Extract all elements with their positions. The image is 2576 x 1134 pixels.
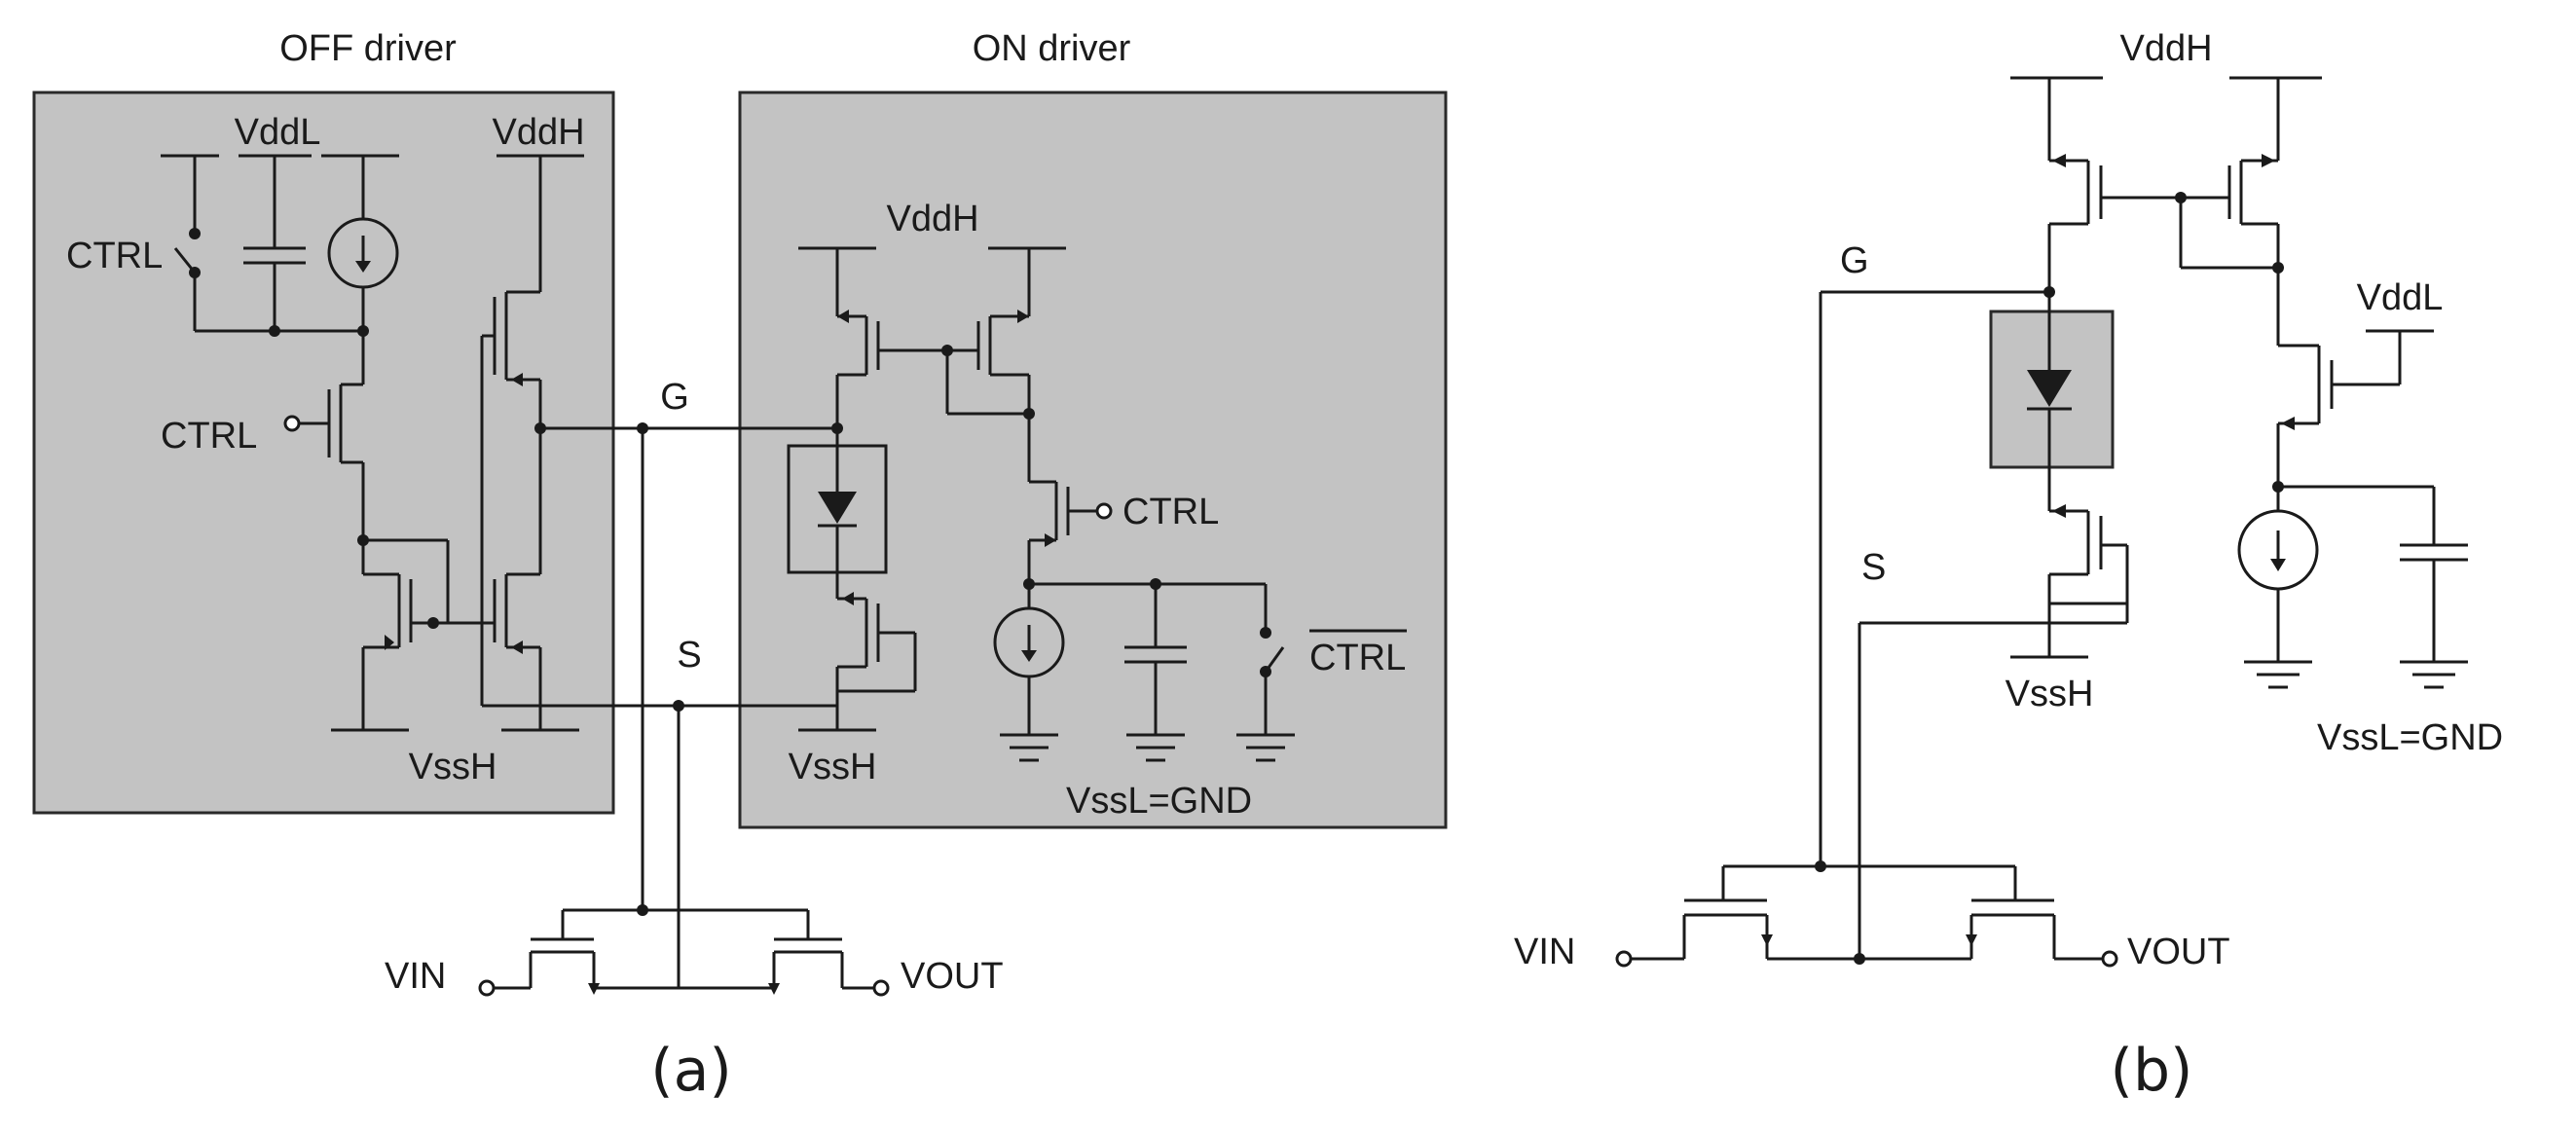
s-label: S: [677, 635, 701, 676]
caption-a: (a): [650, 1037, 732, 1105]
off-driver-box: [32, 91, 615, 815]
b-capacitor: [2400, 543, 2468, 689]
on-driver-box: [738, 91, 1448, 829]
a-switch-pair: [478, 904, 890, 997]
ctrl-switch-label: CTRL: [66, 236, 163, 276]
off-driver-title: OFF driver: [279, 28, 457, 69]
b-vout-label: VOUT: [2127, 932, 2230, 972]
g-label: G: [660, 377, 689, 418]
ctrl-switch: [173, 156, 201, 331]
b-vddl-label: VddL: [2357, 277, 2444, 318]
off-upper-transistor: [480, 156, 546, 706]
b-vddh-label: VddH: [2119, 28, 2212, 69]
off-vddh-label: VddH: [492, 112, 584, 153]
b-lower-transistor: [2010, 504, 2129, 659]
caption-b: (b): [2111, 1037, 2193, 1105]
off-current-source: [327, 156, 399, 331]
b-vddl-transistor: [2276, 329, 2434, 487]
on-vssh-label: VssH: [789, 747, 877, 787]
panel-b: VddH G: [1514, 28, 2503, 1105]
b-output-node: [2237, 481, 2436, 689]
b-vin-label: VIN: [1514, 932, 1575, 972]
on-vssl-label: VssL=GND: [1066, 781, 1252, 822]
b-current-mirror: [2047, 78, 2284, 346]
off-capacitor: [243, 156, 306, 331]
on-ctrl-label: CTRL: [1122, 492, 1219, 532]
on-capacitor: [1124, 584, 1187, 762]
on-lower-transistor: [798, 592, 917, 732]
on-output-node: [993, 578, 1266, 762]
off-lower-transistor-left: [331, 534, 492, 732]
b-switch-pair: [1615, 860, 2118, 968]
on-diode: [787, 428, 888, 599]
b-g-label: G: [1840, 240, 1869, 281]
b-s-net: [1858, 604, 2129, 959]
off-lower-transistor-right: [492, 572, 579, 732]
b-diode: [1989, 292, 2115, 511]
a-vin-label: VIN: [385, 956, 446, 997]
b-vssl-label: VssL=GND: [2317, 717, 2503, 758]
ctrl-gate-label: CTRL: [161, 416, 257, 457]
on-current-mirror: [831, 248, 1035, 482]
off-common-node: [195, 325, 369, 384]
off-vddl-label: VddL: [235, 112, 321, 153]
off-ctrl-transistor: [283, 383, 365, 540]
panel-a: OFF driver ON driver VddL VddH CTRL: [32, 28, 1448, 1105]
a-vout-label: VOUT: [901, 956, 1004, 997]
g-s-nets: [482, 422, 837, 988]
on-driver-title: ON driver: [973, 28, 1131, 69]
on-ctrl-bar-switch: [1236, 584, 1407, 762]
off-vssh-label: VssH: [409, 747, 497, 787]
b-vssh-label: VssH: [2006, 674, 2094, 714]
on-vddh-label: VddH: [886, 199, 978, 239]
on-ctrl-transistor: [1027, 480, 1113, 584]
ctrl-bar-label: CTRL: [1309, 638, 1406, 678]
b-s-label: S: [1861, 547, 1886, 588]
